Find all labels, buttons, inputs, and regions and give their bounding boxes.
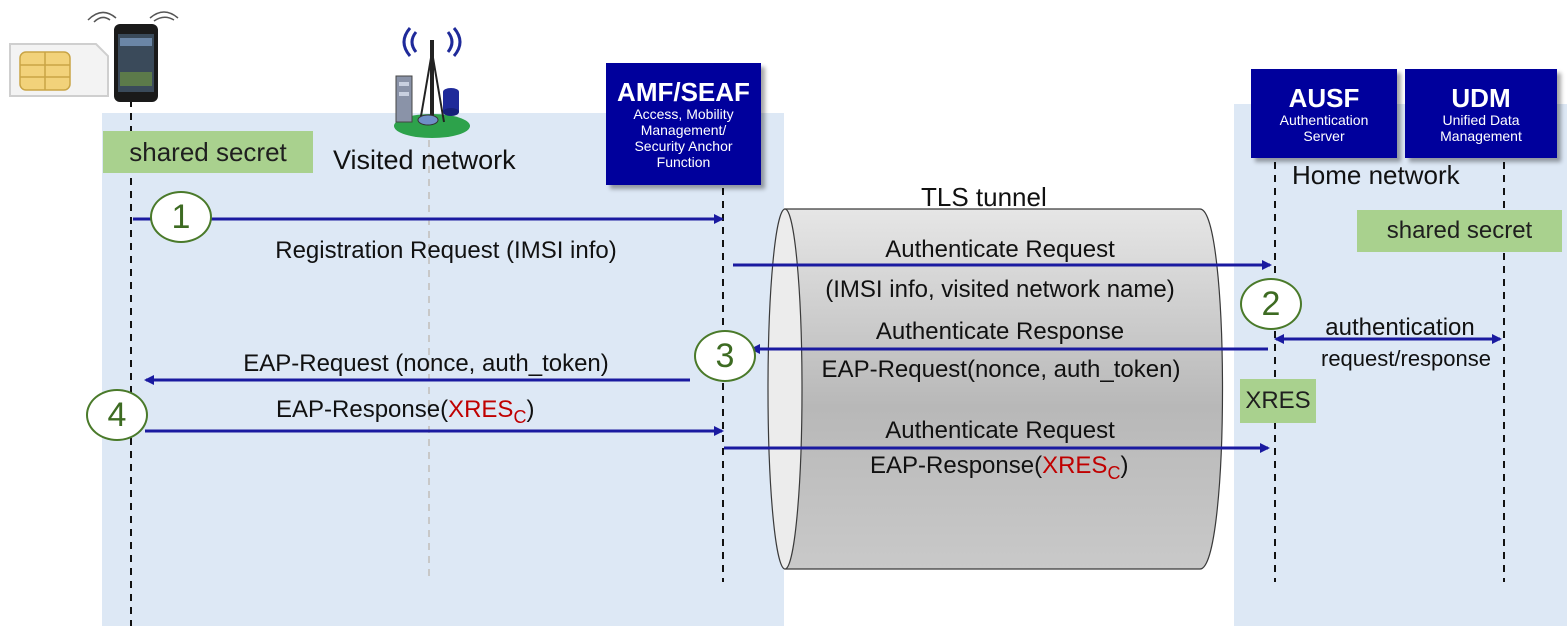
tls-tunnel: [767, 208, 1224, 570]
msg-auth-response-line1: Authenticate Response: [875, 318, 1125, 345]
msg-eap-response-left-prefix: EAP-Response(: [276, 396, 449, 423]
msg-auth-request2-xres: XRES: [1042, 452, 1108, 479]
step-4-marker: 4: [86, 389, 148, 441]
shared-secret-home: shared secret: [1357, 210, 1562, 252]
msg-auth-request2-line1: Authenticate Request: [885, 417, 1115, 444]
msg-eap-response-left-sub: C: [513, 406, 527, 427]
cell-tower-icon: [394, 27, 470, 138]
msg-auth-request2-suffix: ): [1120, 452, 1129, 479]
udm-box: UDM Unified Data Management: [1405, 69, 1557, 158]
tls-tunnel-label: TLS tunnel: [921, 182, 1047, 212]
msg-auth-request-line2: (IMSI info, visited network name): [825, 276, 1175, 303]
home-network-label: Home network: [1292, 160, 1460, 190]
msg-udm-line2: request/response: [1321, 346, 1491, 371]
udm-subtitle: Unified Data Management: [1440, 111, 1522, 144]
msg-auth-request2-sub: C: [1107, 462, 1121, 483]
xres-badge: XRES: [1240, 379, 1316, 423]
udm-title: UDM: [1451, 82, 1511, 113]
msg-udm-line1: authentication: [1325, 314, 1475, 341]
msg-auth-request2-line2: EAP-Response(XRESC): [870, 452, 1128, 484]
visited-network-label: Visited network: [333, 145, 516, 175]
smartphone-icon: [87, 11, 179, 102]
amf-seaf-box: AMF/SEAF Access, Mobility Management/ Se…: [606, 63, 761, 185]
amf-subtitle: Access, Mobility Management/ Security An…: [633, 106, 734, 170]
msg-eap-response-left-suffix: ): [526, 396, 535, 423]
visited-network-region: [102, 113, 784, 626]
amf-title: AMF/SEAF: [617, 77, 750, 107]
home-network-region: [1234, 104, 1567, 626]
msg-auth-request-line1: Authenticate Request: [885, 236, 1115, 263]
step-3-marker: 3: [694, 330, 756, 382]
ausf-subtitle: Authentication Server: [1279, 111, 1369, 144]
ausf-title: AUSF: [1288, 82, 1360, 113]
sim-card-icon: [9, 43, 109, 97]
msg-auth-response-line2: EAP-Request(nonce, auth_token): [821, 356, 1181, 383]
shared-secret-ue: shared secret: [103, 131, 313, 173]
msg-auth-request2-prefix: EAP-Response(: [870, 452, 1043, 479]
step-1-marker: 1: [150, 191, 212, 243]
msg-eap-response-left-xres: XRES: [448, 396, 514, 423]
ausf-box: AUSF Authentication Server: [1251, 69, 1397, 158]
msg-registration-request: Registration Request (IMSI info): [275, 237, 617, 264]
msg-eap-request: EAP-Request (nonce, auth_token): [243, 350, 609, 377]
msg-eap-response-left: EAP-Response(XRESC): [276, 396, 534, 428]
step-2-marker: 2: [1240, 278, 1302, 330]
